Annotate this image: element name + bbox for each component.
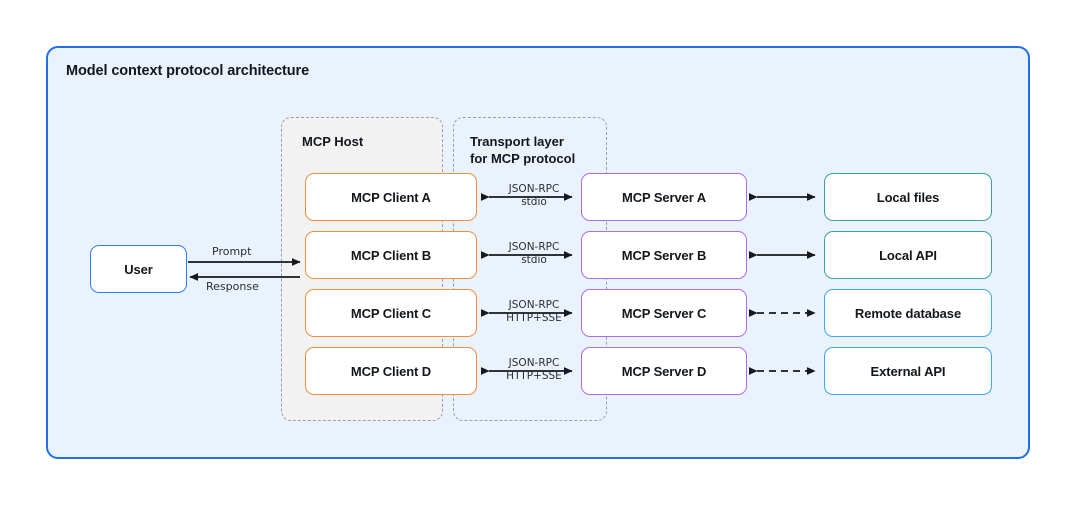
page-title: Model context protocol architecture xyxy=(66,63,310,79)
edge-label-row-a-line2: stdio xyxy=(521,195,547,208)
node-mcp-server-b[interactable]: MCP Server B xyxy=(581,231,747,279)
node-mcp-client-a[interactable]: MCP Client A xyxy=(305,173,477,221)
node-mcp-server-c[interactable]: MCP Server C xyxy=(581,289,747,337)
node-mcp-client-d[interactable]: MCP Client D xyxy=(305,347,477,395)
edge-label-row-d-line1: JSON-RPC xyxy=(508,357,560,369)
mcp-host-label: MCP Host xyxy=(302,134,364,149)
transport-layer-label-line2: for MCP protocol xyxy=(470,151,576,166)
node-resource-external-api[interactable]: External API xyxy=(824,347,992,395)
node-user[interactable]: User xyxy=(90,245,187,293)
edge-label-row-a: JSON-RPC stdio xyxy=(486,183,582,208)
edge-label-row-c: JSON-RPC HTTP+SSE xyxy=(486,299,582,324)
node-mcp-server-d[interactable]: MCP Server D xyxy=(581,347,747,395)
edge-label-row-c-line1: JSON-RPC xyxy=(508,299,560,311)
flow-label-response: Response xyxy=(206,280,259,293)
flow-label-prompt: Prompt xyxy=(212,245,252,258)
edge-label-row-d-line2: HTTP+SSE xyxy=(506,369,562,382)
edge-label-row-b: JSON-RPC stdio xyxy=(486,241,582,266)
edge-label-row-a-line1: JSON-RPC xyxy=(508,183,560,195)
edge-label-row-b-line1: JSON-RPC xyxy=(508,241,560,253)
node-mcp-client-b[interactable]: MCP Client B xyxy=(305,231,477,279)
edge-label-row-b-line2: stdio xyxy=(521,253,547,266)
transport-layer-label-line1: Transport layer xyxy=(470,134,564,149)
node-resource-remote-database[interactable]: Remote database xyxy=(824,289,992,337)
transport-layer-label: Transport layer for MCP protocol xyxy=(470,133,575,167)
node-mcp-client-c[interactable]: MCP Client C xyxy=(305,289,477,337)
node-mcp-server-a[interactable]: MCP Server A xyxy=(581,173,747,221)
node-resource-local-api[interactable]: Local API xyxy=(824,231,992,279)
node-resource-local-files[interactable]: Local files xyxy=(824,173,992,221)
edge-label-row-c-line2: HTTP+SSE xyxy=(506,311,562,324)
edge-label-row-d: JSON-RPC HTTP+SSE xyxy=(486,357,582,382)
